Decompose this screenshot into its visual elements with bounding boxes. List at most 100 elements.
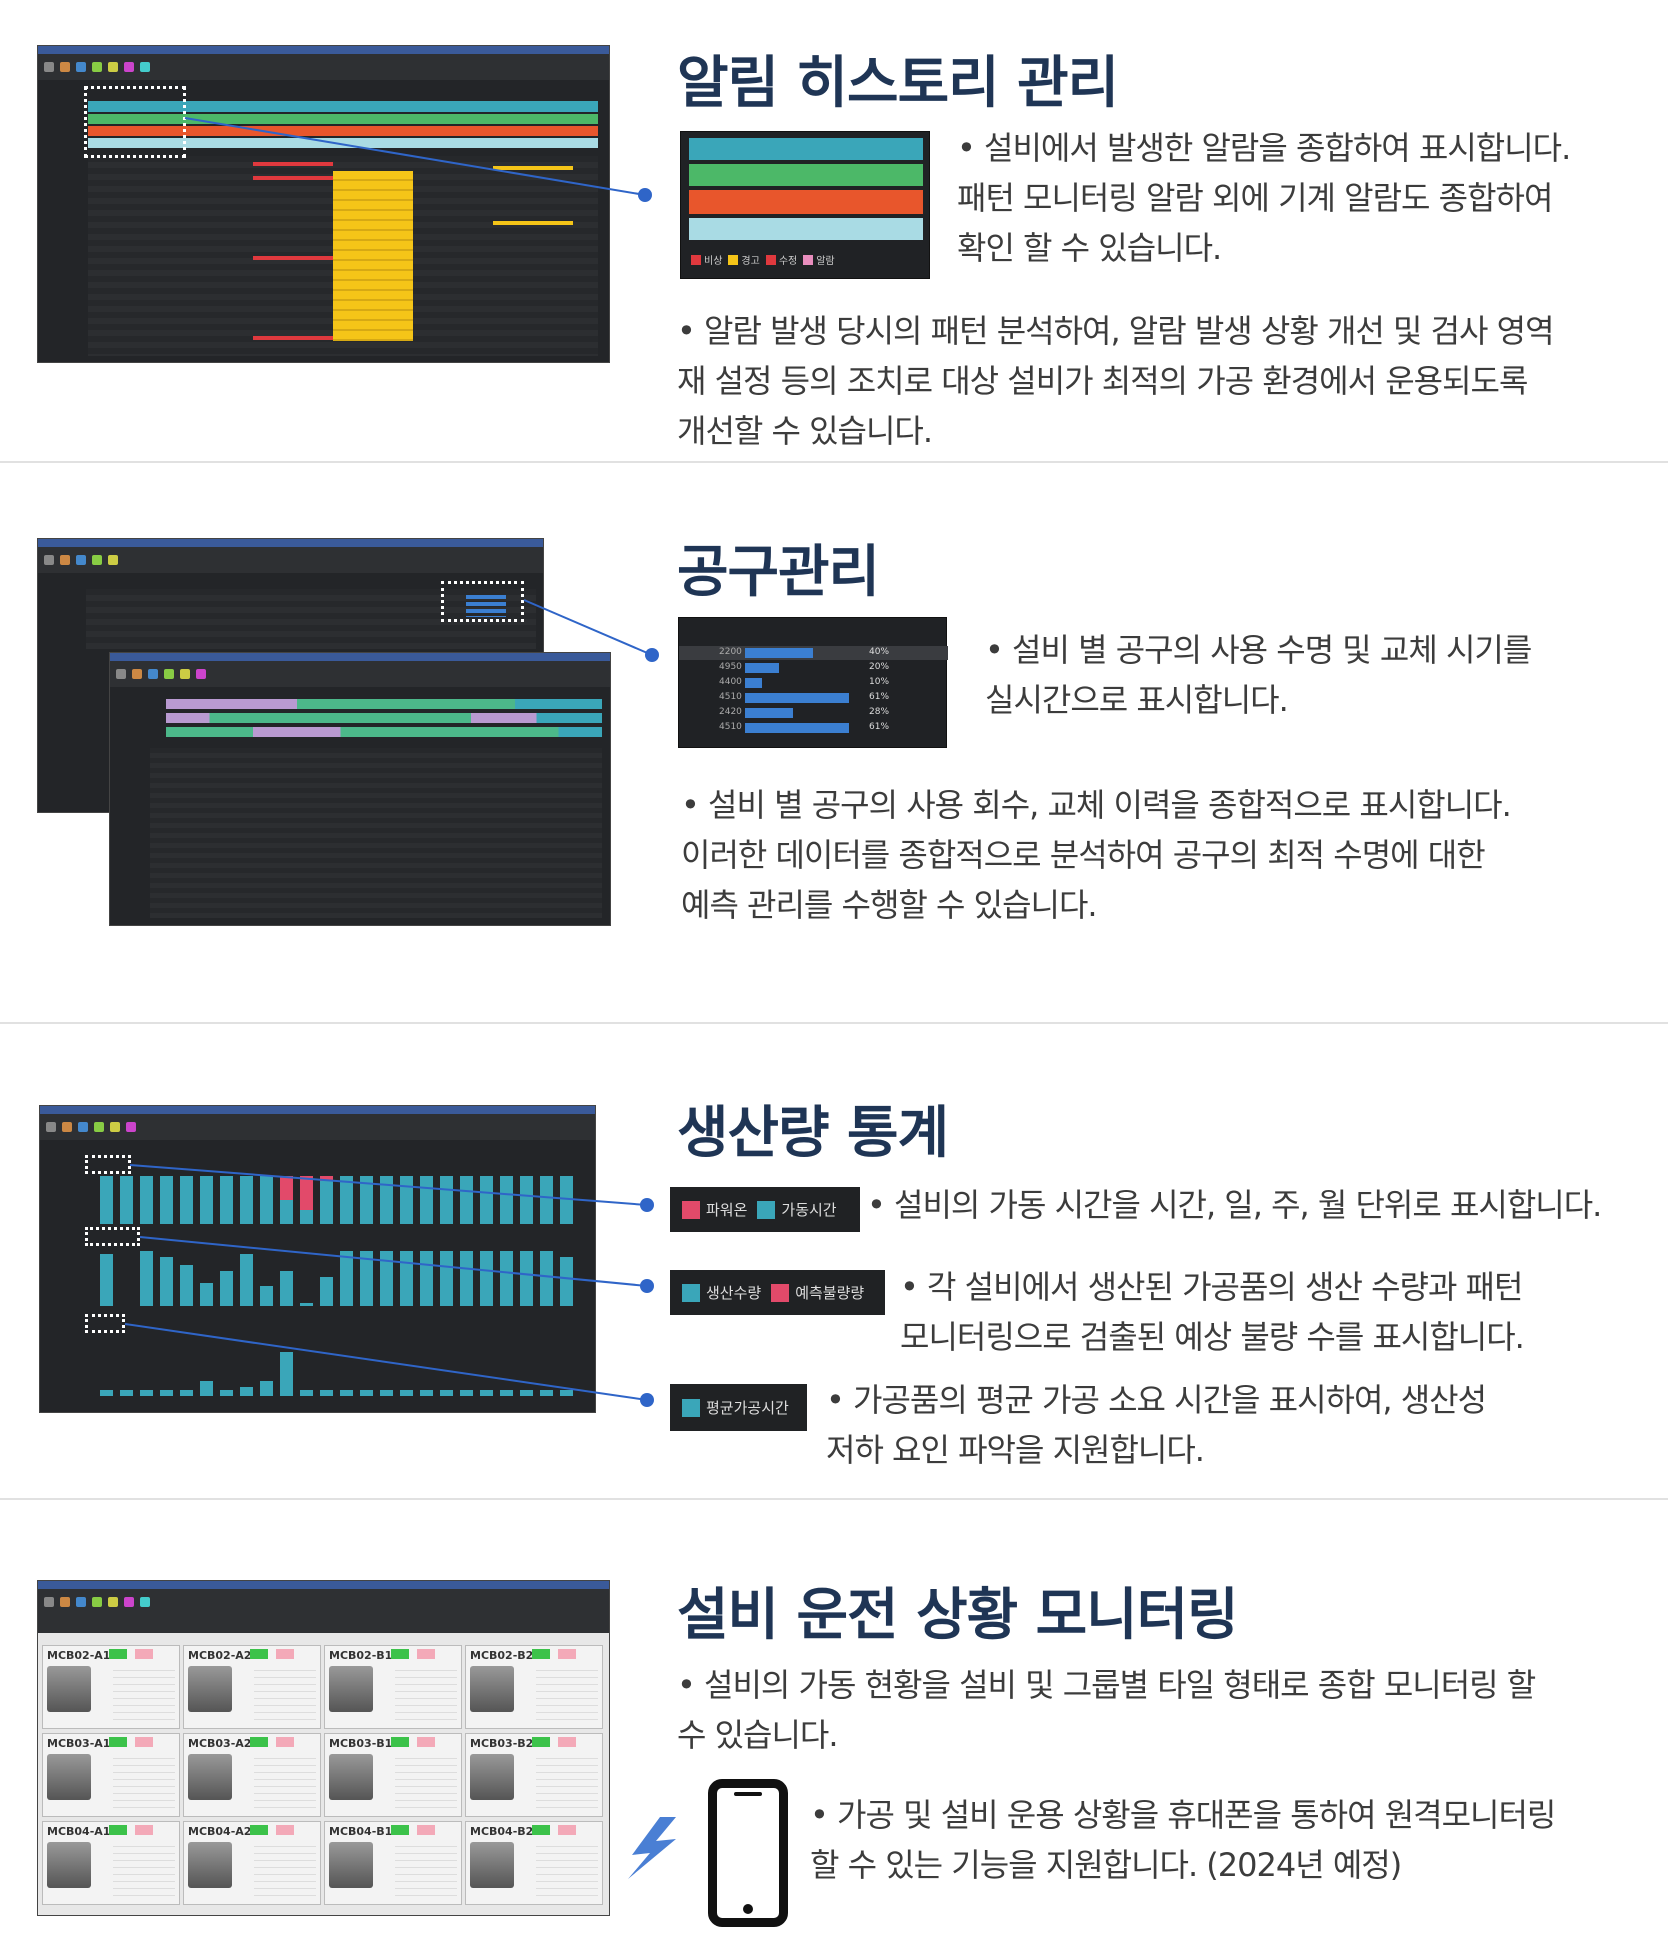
tile-metrics — [395, 1752, 457, 1808]
text-line: 수 있습니다. — [677, 1716, 839, 1754]
text-line: 예측 관리를 수행할 수 있습니다. — [681, 886, 1098, 924]
toolbar-icon — [94, 1122, 104, 1132]
status-badge — [250, 1825, 268, 1835]
tile-metrics — [395, 1840, 457, 1896]
alarm-red-bar — [253, 336, 333, 340]
tile-metrics — [536, 1664, 598, 1720]
machine-icon — [470, 1666, 514, 1712]
text-line: • 알람 발생 당시의 패턴 분석하여, 알람 발생 상황 개선 및 검사 영역 — [677, 312, 1555, 350]
equipment-tile[interactable]: MCB04-A2 — [183, 1821, 321, 1905]
toolbar — [38, 547, 543, 573]
text-line: • 설비 별 공구의 사용 회수, 교체 이력을 종합적으로 표시합니다. — [681, 786, 1512, 824]
status-badge — [109, 1649, 127, 1659]
production-bar — [440, 1390, 453, 1396]
production-bar — [200, 1176, 213, 1224]
production-bar — [260, 1176, 273, 1224]
alarm-legend: 비상 경고 수정 알람 — [691, 252, 835, 267]
text-line: • 가공 및 설비 운용 상황을 휴대폰을 통하여 원격모니터링 — [810, 1796, 1556, 1834]
production-bar — [340, 1251, 353, 1306]
legend-item: 평균가공시간 — [682, 1397, 789, 1418]
production-bar — [460, 1176, 473, 1224]
production-bar — [480, 1390, 493, 1396]
status-badge — [532, 1825, 550, 1835]
equipment-tile[interactable]: MCB04-B2 — [465, 1821, 603, 1905]
tile-metrics — [536, 1752, 598, 1808]
toolbar-icon — [108, 1597, 118, 1607]
text-line: 모니터링으로 검출된 예상 불량 수를 표시합니다. — [900, 1318, 1525, 1356]
production-bar — [440, 1251, 453, 1306]
tool-row-percent: 61% — [869, 692, 890, 702]
toolbar-icon — [46, 1122, 56, 1132]
tile-metrics — [254, 1664, 316, 1720]
production-bar — [400, 1176, 413, 1224]
alarm-bullet-2: • 알람 발생 당시의 패턴 분석하여, 알람 발생 상황 개선 및 검사 영역… — [677, 306, 1555, 456]
production-bar — [440, 1176, 453, 1224]
alarm-red-bar — [253, 176, 333, 180]
tool-life-bar — [745, 678, 762, 688]
production-bar — [380, 1176, 393, 1224]
toolbar-icon — [108, 555, 118, 565]
window-titlebar — [40, 1106, 595, 1114]
machine-icon — [329, 1754, 373, 1800]
production-bar — [160, 1176, 173, 1224]
equipment-tile[interactable]: MCB02-B1 — [324, 1645, 462, 1729]
production-bar — [300, 1390, 313, 1396]
production-bar — [100, 1254, 113, 1306]
alarm-title: 알림 히스토리 관리 — [677, 51, 1119, 116]
alarm-yellow-bar — [493, 221, 573, 225]
tool-life-bar — [745, 723, 849, 733]
production-bar — [320, 1277, 333, 1306]
production-title: 생산량 통계 — [677, 1101, 949, 1166]
equipment-tile[interactable]: MCB02-B2 — [465, 1645, 603, 1729]
tool-screenshot-front — [109, 652, 611, 926]
toolbar-icon — [196, 669, 206, 679]
monitoring-bullet-2: • 가공 및 설비 운용 상황을 휴대폰을 통하여 원격모니터링 할 수 있는 … — [810, 1790, 1556, 1890]
tile-metrics — [113, 1752, 175, 1808]
production-bar — [560, 1257, 573, 1306]
tool-row-value: 4510 — [719, 722, 742, 732]
toolbar-icon — [92, 62, 102, 72]
status-badge — [532, 1737, 550, 1747]
production-bar — [320, 1390, 333, 1396]
alarm-red-bar — [253, 256, 333, 260]
production-legend-3: 평균가공시간 — [670, 1384, 807, 1431]
equipment-tile[interactable]: MCB03-B1 — [324, 1733, 462, 1817]
machine-icon — [188, 1666, 232, 1712]
highlight-box — [85, 1155, 131, 1174]
tile-equipment-name: MCB04-A2 — [188, 1825, 252, 1838]
production-bar — [480, 1251, 493, 1306]
equipment-tile[interactable]: MCB04-A1 — [42, 1821, 180, 1905]
equipment-tile[interactable]: MCB03-A1 — [42, 1733, 180, 1817]
toolbar-icon — [140, 62, 150, 72]
production-bar — [280, 1271, 293, 1306]
machine-icon — [47, 1754, 91, 1800]
legend-item: 가동시간 — [757, 1199, 837, 1220]
status-badge — [109, 1737, 127, 1747]
legend-item: 수정 — [765, 252, 797, 267]
equipment-tile[interactable]: MCB02-A1 — [42, 1645, 180, 1729]
text-line: 저하 요인 파악을 지원합니다. — [826, 1431, 1205, 1469]
legend-item: 경고 — [728, 252, 760, 267]
equipment-tile[interactable]: MCB03-B2 — [465, 1733, 603, 1817]
production-bar — [500, 1390, 513, 1396]
text-line: • 설비에서 발생한 알람을 종합하여 표시합니다. — [957, 129, 1571, 167]
toolbar-icon — [116, 669, 126, 679]
text-line: 할 수 있는 기능을 지원합니다. (2024년 예정) — [810, 1846, 1402, 1884]
production-bar — [140, 1176, 153, 1224]
phone-icon — [708, 1779, 788, 1927]
equipment-tile[interactable]: MCB03-A2 — [183, 1733, 321, 1817]
equipment-tile[interactable]: MCB02-A2 — [183, 1645, 321, 1729]
production-bar — [140, 1390, 153, 1396]
status-badge — [391, 1825, 409, 1835]
tool-row-percent: 40% — [869, 647, 890, 657]
status-badge — [532, 1649, 550, 1659]
equipment-tile[interactable]: MCB04-B1 — [324, 1821, 462, 1905]
tile-metrics — [536, 1840, 598, 1896]
production-bar — [540, 1390, 553, 1396]
production-bar — [180, 1390, 193, 1396]
toolbar-icon — [124, 62, 134, 72]
text-line: 개선할 수 있습니다. — [677, 412, 933, 450]
window-titlebar — [38, 46, 609, 54]
status-badge — [109, 1825, 127, 1835]
